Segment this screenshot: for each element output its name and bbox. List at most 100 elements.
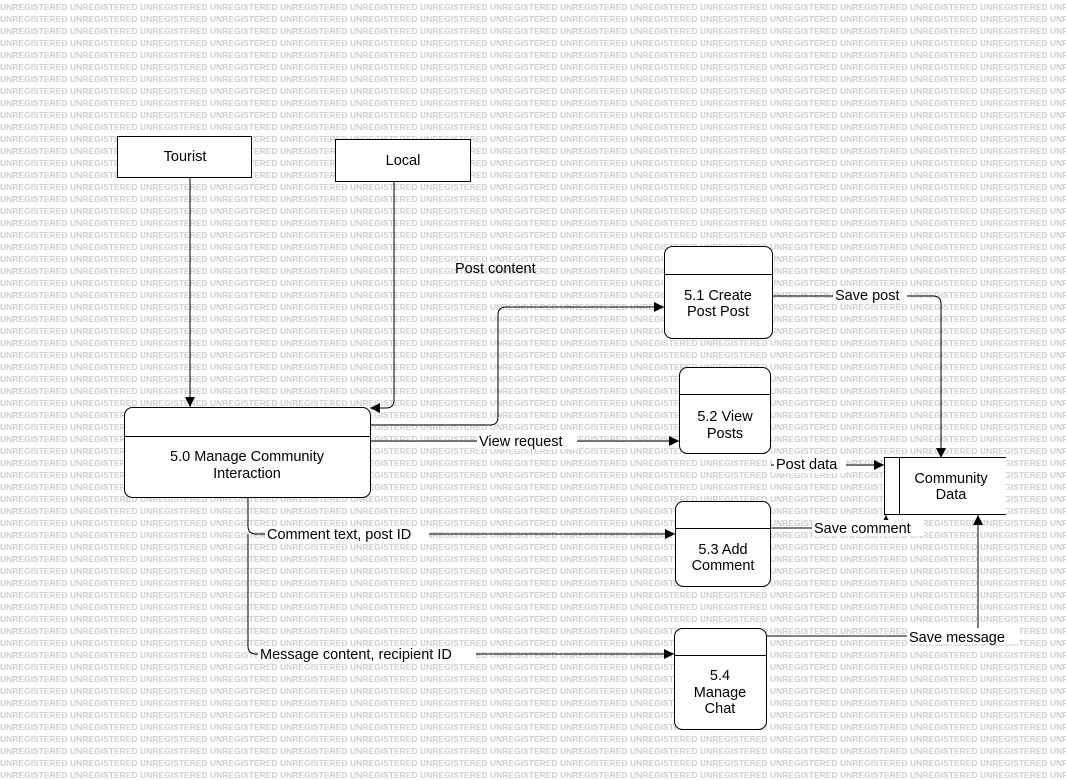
watermark-text: UNREGISTERED: [350, 410, 418, 420]
watermark-text: UNREGISTERED: [140, 614, 208, 624]
watermark-text: UNREGISTERED: [140, 506, 208, 516]
watermark-text: UNREGISTERED: [490, 14, 558, 24]
watermark-text: UNREGISTERED: [630, 590, 698, 600]
watermark-text: UNREGISTERED: [560, 722, 628, 732]
watermark-text: UNREGISTERED: [420, 26, 488, 36]
process-5-4[interactable]: 5.4 Manage Chat: [674, 628, 767, 730]
watermark-text: UNREGISTERED: [980, 494, 1048, 504]
watermark-text: UNREGISTERED: [490, 26, 558, 36]
watermark-text: UNREGISTERED: [560, 590, 628, 600]
watermark-text: UNREGISTERED: [770, 638, 838, 648]
watermark-text: UNREGISTERED: [840, 542, 908, 552]
watermark-text: UNREGISTERED: [1050, 74, 1066, 84]
watermark-text: UNREGISTERED: [980, 338, 1048, 348]
watermark-text: UNREGISTERED: [70, 374, 138, 384]
watermark-text: UNREGISTERED: [560, 602, 628, 612]
watermark-text: UNREGISTERED: [210, 542, 278, 552]
watermark-text: UNREGISTERED: [1050, 254, 1066, 264]
watermark-text: UNREGISTERED: [630, 662, 698, 672]
watermark-text: UNREGISTERED: [280, 494, 348, 504]
watermark-text: UNREGISTERED: [140, 626, 208, 636]
watermark-text: UNREGISTERED: [770, 206, 838, 216]
watermark-text: UNREGISTERED: [140, 374, 208, 384]
watermark-text: UNREGISTERED: [350, 578, 418, 588]
watermark-text: UNREGISTERED: [210, 506, 278, 516]
watermark-text: UNREGISTERED: [70, 326, 138, 336]
watermark-text: UNREGISTERED: [210, 662, 278, 672]
watermark-text: UNREGISTERED: [700, 470, 768, 480]
watermark-text: UNREGISTERED: [210, 62, 278, 72]
watermark-text: UNREGISTERED: [980, 146, 1048, 156]
community-data-store[interactable]: Community Data: [884, 457, 1006, 515]
watermark-text: UNREGISTERED: [350, 350, 418, 360]
watermark-text: UNREGISTERED: [420, 662, 488, 672]
watermark-text: UNREGISTERED: [770, 86, 838, 96]
watermark-text: UNREGISTERED: [700, 134, 768, 144]
watermark-text: UNREGISTERED: [630, 314, 698, 324]
watermark-text: UNREGISTERED: [1050, 26, 1066, 36]
watermark-text: UNREGISTERED: [490, 194, 558, 204]
watermark-text: UNREGISTERED: [0, 578, 68, 588]
watermark-text: UNREGISTERED: [350, 434, 418, 444]
watermark-text: UNREGISTERED: [560, 614, 628, 624]
watermark-text: UNREGISTERED: [70, 626, 138, 636]
process-5-1[interactable]: 5.1 Create Post Post: [664, 246, 773, 339]
watermark-text: UNREGISTERED: [1050, 230, 1066, 240]
process-5-3[interactable]: 5.3 Add Comment: [675, 501, 771, 587]
watermark-text: UNREGISTERED: [140, 242, 208, 252]
watermark-text: UNREGISTERED: [560, 326, 628, 336]
watermark-text: UNREGISTERED: [70, 662, 138, 672]
watermark-text: UNREGISTERED: [280, 758, 348, 768]
watermark-text: UNREGISTERED: [1050, 134, 1066, 144]
watermark-text: UNREGISTERED: [280, 770, 348, 780]
watermark-text: UNREGISTERED: [910, 602, 978, 612]
watermark-text: UNREGISTERED: [1050, 506, 1066, 516]
watermark-text: UNREGISTERED: [0, 770, 68, 780]
watermark-text: UNREGISTERED: [420, 770, 488, 780]
watermark-text: UNREGISTERED: [420, 254, 488, 264]
watermark-text: UNREGISTERED: [560, 278, 628, 288]
watermark-text: UNREGISTERED: [1050, 242, 1066, 252]
watermark-text: UNREGISTERED: [630, 470, 698, 480]
watermark-text: UNREGISTERED: [140, 746, 208, 756]
watermark-text: UNREGISTERED: [980, 134, 1048, 144]
local-entity[interactable]: Local: [335, 139, 471, 182]
watermark-text: UNREGISTERED: [210, 26, 278, 36]
watermark-text: UNREGISTERED: [980, 374, 1048, 384]
watermark-text: UNREGISTERED: [140, 302, 208, 312]
watermark-text: UNREGISTERED: [70, 14, 138, 24]
watermark-text: UNREGISTERED: [420, 50, 488, 60]
watermark-text: UNREGISTERED: [0, 362, 68, 372]
watermark-text: UNREGISTERED: [840, 698, 908, 708]
watermark-text: UNREGISTERED: [0, 746, 68, 756]
watermark-text: UNREGISTERED: [630, 170, 698, 180]
watermark-text: UNREGISTERED: [840, 350, 908, 360]
watermark-text: UNREGISTERED: [1050, 434, 1066, 444]
watermark-text: UNREGISTERED: [700, 338, 768, 348]
watermark-text: UNREGISTERED: [980, 290, 1048, 300]
tourist-entity[interactable]: Tourist: [117, 136, 252, 178]
watermark-text: UNREGISTERED: [140, 230, 208, 240]
watermark-text: UNREGISTERED: [280, 362, 348, 372]
process-5-0[interactable]: 5.0 Manage Community Interaction: [124, 407, 371, 498]
watermark-text: UNREGISTERED: [350, 290, 418, 300]
watermark-text: UNREGISTERED: [770, 350, 838, 360]
watermark-text: UNREGISTERED: [280, 686, 348, 696]
process-5-2[interactable]: 5.2 View Posts: [679, 367, 771, 454]
watermark-text: UNREGISTERED: [1050, 338, 1066, 348]
watermark-text: UNREGISTERED: [630, 614, 698, 624]
watermark-text: UNREGISTERED: [420, 38, 488, 48]
watermark-text: UNREGISTERED: [1050, 494, 1066, 504]
watermark-text: UNREGISTERED: [980, 314, 1048, 324]
watermark-text: UNREGISTERED: [140, 26, 208, 36]
watermark-text: UNREGISTERED: [1050, 182, 1066, 192]
watermark-text: UNREGISTERED: [560, 134, 628, 144]
watermark-text: UNREGISTERED: [350, 734, 418, 744]
watermark-text: UNREGISTERED: [700, 458, 768, 468]
watermark-text: UNREGISTERED: [980, 266, 1048, 276]
watermark-text: UNREGISTERED: [70, 518, 138, 528]
watermark-text: UNREGISTERED: [700, 74, 768, 84]
watermark-text: UNREGISTERED: [210, 722, 278, 732]
watermark-text: UNREGISTERED: [840, 278, 908, 288]
watermark-text: UNREGISTERED: [630, 686, 698, 696]
